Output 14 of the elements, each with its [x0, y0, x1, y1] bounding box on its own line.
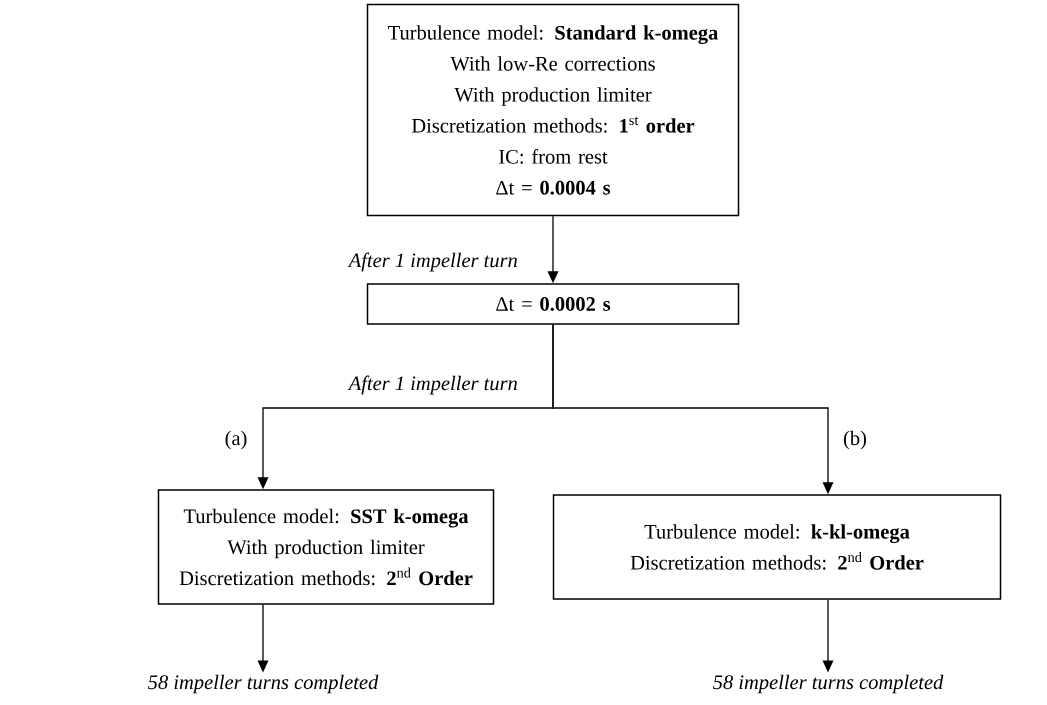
- arrow: [257, 604, 269, 673]
- edge-label: (b): [841, 428, 869, 452]
- edge-label: (a): [222, 428, 250, 452]
- process-box: Turbulence model: SST k-omega With production limiter Discretization methods: 2$^{nd}$ Order: [157, 489, 495, 605]
- result-text: 58 impeller turns completed: [713, 674, 944, 694]
- process-box: Turbulence model: Standard k-omega With low-Re corrections With production limiter Discretization methods: 1$^{st}$ order IC: from rest Δt = 0.0004 s: [366, 3, 740, 217]
- note-text: After 1 impeller turn: [346, 373, 520, 397]
- arrow: [822, 599, 834, 673]
- process-box: Turbulence model: k-kl-omega Discretization methods: 2$^{nd}$ Order: [552, 494, 1002, 600]
- arrow: [552, 324, 834, 495]
- arrow: [547, 215, 559, 284]
- process-box: Δt = 0.0002 s: [366, 283, 740, 325]
- result-text: 58 impeller turns completed: [148, 674, 379, 694]
- edge-label: After 1 impeller turn: [346, 250, 520, 274]
